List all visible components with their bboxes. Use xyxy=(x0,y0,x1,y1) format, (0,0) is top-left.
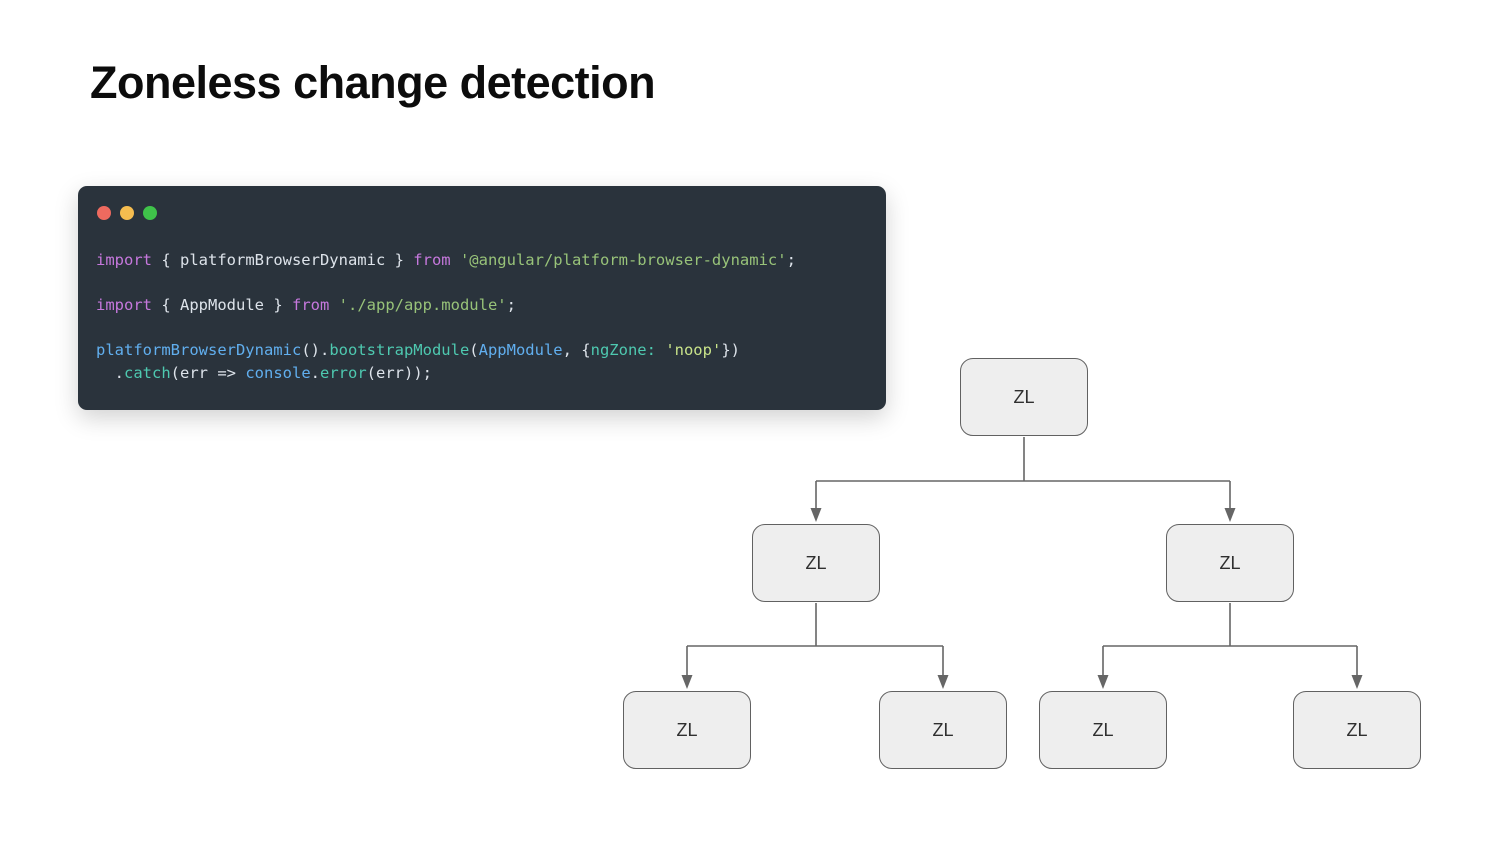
traffic-lights xyxy=(97,206,868,220)
tree-node-label: ZL xyxy=(1219,552,1241,573)
tree-node-root: ZL xyxy=(960,358,1088,436)
code-line xyxy=(96,272,868,295)
tree-node-leaf-1: ZL xyxy=(623,691,751,769)
tree-node-leaf-4: ZL xyxy=(1293,691,1421,769)
tree-node-label: ZL xyxy=(1346,719,1368,740)
code-line xyxy=(96,317,868,340)
tree-node-child-right: ZL xyxy=(1166,524,1294,602)
minimize-window-dot-icon xyxy=(120,206,134,220)
tree-node-label: ZL xyxy=(932,719,954,740)
code-line: platformBrowserDynamic().bootstrapModule… xyxy=(96,341,740,359)
code-line: import { AppModule } from './app/app.mod… xyxy=(96,296,516,314)
page-title: Zoneless change detection xyxy=(90,57,656,108)
code-line: .catch(err => console.error(err)); xyxy=(96,363,432,382)
code-line: import { platformBrowserDynamic } from '… xyxy=(96,251,796,269)
zoom-window-dot-icon xyxy=(143,206,157,220)
tree-node-label: ZL xyxy=(1013,386,1035,407)
tree-node-child-left: ZL xyxy=(752,524,880,602)
tree-node-leaf-2: ZL xyxy=(879,691,1007,769)
tree-node-label: ZL xyxy=(805,552,827,573)
tree-node-label: ZL xyxy=(676,719,698,740)
tree-node-leaf-3: ZL xyxy=(1039,691,1167,769)
close-window-dot-icon xyxy=(97,206,111,220)
code-block: import { platformBrowserDynamic } from '… xyxy=(96,249,868,384)
tree-node-label: ZL xyxy=(1092,719,1114,740)
code-window: import { platformBrowserDynamic } from '… xyxy=(78,186,886,410)
